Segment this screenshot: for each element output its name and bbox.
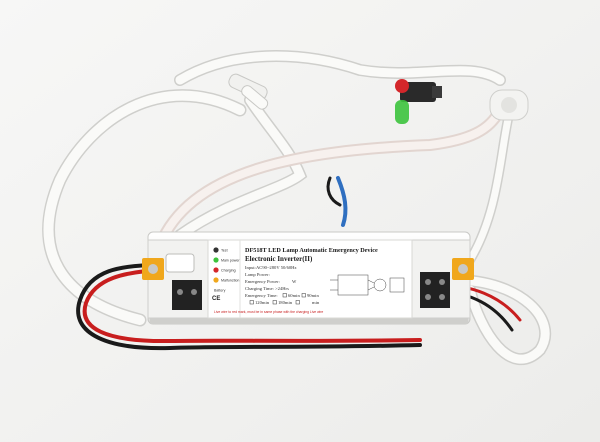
time-60: 60min (288, 293, 300, 298)
emergency-time-label: Emergency Time: (245, 293, 278, 298)
left-terminal-screw-1 (177, 289, 183, 295)
checkbox-90 (301, 293, 306, 298)
wiring-diagram (330, 274, 405, 296)
sensor-lens (501, 97, 517, 113)
emergency-power-unit: W (292, 279, 297, 284)
signal-wires (326, 176, 348, 227)
device-label (207, 239, 413, 319)
red-battery-wire (82, 268, 422, 344)
right-terminal-screw-1 (425, 279, 431, 285)
checkbox-custom (295, 300, 300, 305)
footer-note: Live wire to red mark, must be in same p… (214, 310, 323, 314)
charging-time: Charging Time: >24Hrs (245, 286, 289, 291)
main-power-indicator-dot (213, 257, 219, 263)
input-rating: Input:AC90~280V 50/60Hz (245, 265, 297, 270)
diagram-box (337, 274, 369, 296)
right-terminal-screw-3 (425, 294, 431, 300)
checkbox-180 (272, 300, 277, 305)
ce-mark: CE (212, 296, 220, 302)
left-screw (148, 264, 158, 274)
emergency-power-label: Emergency Power: (245, 279, 280, 284)
time-90: 90min (307, 293, 319, 298)
inverter-housing: Test Main power Charging Malfunction Bat… (142, 231, 474, 325)
time-180: 180min (278, 300, 293, 305)
left-terminal-block (172, 280, 202, 310)
indicator-label-charging: Charging (221, 269, 236, 273)
black-wire-top (326, 176, 342, 207)
diagram-lamp (373, 278, 387, 292)
right-terminal-screw-2 (439, 279, 445, 285)
diagram-battery (389, 277, 405, 293)
checkbox-120 (249, 300, 254, 305)
white-cables (42, 50, 552, 365)
right-terminal-screw-4 (439, 294, 445, 300)
green-led (395, 100, 409, 124)
charging-indicator-dot (213, 267, 219, 273)
down-cable (175, 95, 306, 240)
left-loop-cable (43, 90, 245, 325)
red-test-button (395, 79, 409, 93)
right-terminal-block (420, 272, 450, 308)
ribbon-cable-inner (156, 106, 504, 249)
time-custom: min (312, 300, 320, 305)
malfunction-indicator-dot (213, 277, 219, 283)
inline-connector (228, 73, 269, 110)
right-loop-cable (450, 275, 550, 364)
black-battery-wire (76, 263, 422, 351)
left-connector-plug (165, 253, 195, 273)
blue-wire (336, 176, 348, 227)
indicator-label-malfunction: Malfunction (221, 279, 239, 283)
test-button-assembly (395, 79, 442, 124)
top-cable (175, 51, 505, 85)
indicator-label-test: Test (221, 249, 228, 253)
right-screw (458, 264, 468, 274)
housing-bottom-edge (150, 318, 468, 324)
button-nut (432, 86, 442, 98)
left-terminal-screw-2 (191, 289, 197, 295)
time-120: 120min (255, 300, 270, 305)
test-indicator-dot (213, 247, 219, 253)
sensor-head (489, 89, 529, 121)
checkbox-60 (282, 293, 287, 298)
sensor-cable (466, 106, 514, 264)
device-title: DF518T LED Lamp Automatic Emergency Devi… (245, 247, 378, 254)
indicator-label-main-power: Main power (221, 259, 240, 263)
button-body (400, 82, 436, 102)
battery-label: Battery (214, 289, 226, 293)
device-subtitle: Electronic Inverter(II) (245, 255, 313, 263)
lamp-power-label: Lamp Power: (245, 272, 270, 277)
